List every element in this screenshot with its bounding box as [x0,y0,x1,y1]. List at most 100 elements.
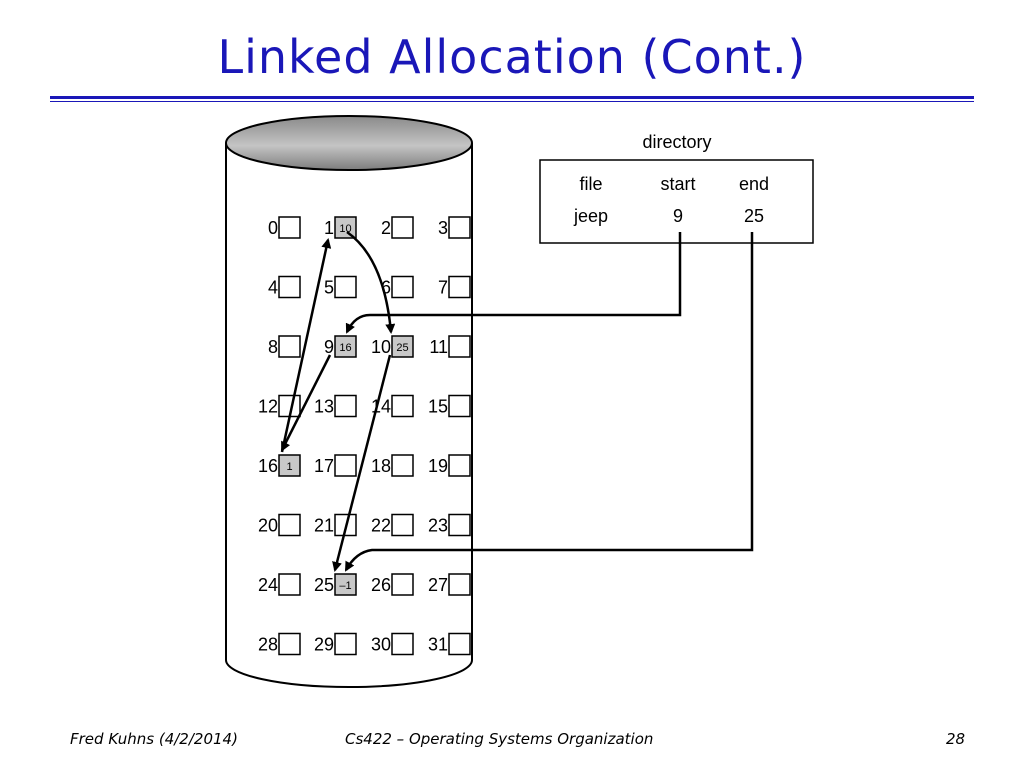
disk-block: 23 [428,513,471,537]
disk-block: 17 [314,454,357,477]
free-block-box [334,275,357,299]
directory-table: directory file start end jeep 9 25 [539,132,814,244]
cell-end-block: 25 [744,206,764,226]
block-number: 2 [381,218,391,238]
disk-block: 5 [324,275,357,299]
free-block-box [278,216,301,239]
disk-block: 31 [428,632,471,656]
free-block-box [278,275,301,299]
footer-author: Fred Kuhns (4/2/2014) [70,730,238,748]
block-number: 6 [381,278,391,298]
block-number: 30 [371,635,391,655]
disk-block: 8 [268,335,301,358]
disk-block: 21 [314,513,357,537]
arrow-block-16-to-1 [280,238,332,453]
pointer-arrows [280,230,754,572]
free-block-box [448,335,471,358]
free-block-box [391,216,414,239]
arrow-end-to-block-25 [344,232,754,572]
disk-block: 2 [381,216,414,239]
disk-block: 29 [314,632,357,656]
disk-block: 16 1 [258,454,301,477]
disk-block: 0 [268,216,301,239]
free-block-box [448,394,471,418]
block-number: 22 [371,516,391,536]
disk-block: 12 [258,394,301,418]
header-start: start [660,174,695,194]
disk-block: 18 [371,454,414,477]
block-number: 8 [268,337,278,357]
disk-block: 11 [429,335,471,358]
disk-block: 15 [428,394,471,418]
title-underline [50,96,974,99]
disk-block: 25–1 [314,573,357,596]
header-end: end [739,174,769,194]
block-number: 20 [258,516,278,536]
page-number: 28 [946,730,966,748]
disk-block: 14 [371,394,414,418]
used-block-box [391,335,414,358]
used-block-box [334,216,357,239]
free-block-box [334,454,357,477]
footer-course: Cs422 – Operating Systems Organization [345,730,654,748]
free-block-box [334,632,357,656]
block-number: 4 [268,278,278,298]
block-number: 31 [428,635,448,655]
block-number: 5 [324,278,334,298]
disk-block: 7 [438,275,471,299]
free-block-box [391,573,414,596]
free-block-box [391,275,414,299]
disk-block: 19 [428,454,471,477]
block-number: 7 [438,278,448,298]
block-number: 28 [258,635,278,655]
directory-label: directory [642,132,711,152]
block-number: 19 [428,456,448,476]
block-number: 16 [258,456,278,476]
cell-file-name: jeep [573,206,608,226]
used-block-box [334,335,357,358]
disk-block: 22 [371,513,414,537]
disk-block: 28 [258,632,301,656]
arrow-block-9-to-16 [280,354,332,452]
free-block-box [391,394,414,418]
arrow-start-to-block-9 [345,232,682,334]
used-block-box [334,573,357,596]
disk-block: 3 [438,216,471,239]
next-pointer-value: –1 [339,580,351,592]
block-number: 21 [314,516,334,536]
block-number: 23 [428,516,448,536]
disk-block: 4 [268,275,301,299]
free-block-box [391,632,414,656]
block-number: 27 [428,575,448,595]
block-number: 0 [268,218,278,238]
block-number: 10 [371,337,391,357]
disk-block: 20 [258,513,301,537]
slide-title: Linked Allocation (Cont.) [217,30,807,84]
used-block-box [278,454,301,477]
block-number: 13 [314,397,334,417]
directory-box [539,159,814,244]
block-number: 12 [258,397,278,417]
next-pointer-value: 1 [286,461,292,473]
block-number: 17 [314,456,334,476]
header-file: file [579,174,602,194]
block-number: 9 [324,337,334,357]
free-block-box [278,632,301,656]
arrow-block-10-to-25 [332,354,392,572]
block-number: 26 [371,575,391,595]
disk-block: 6 [381,275,414,299]
free-block-box [448,632,471,656]
disk-block: 10 25 [371,335,414,358]
disk-block: 30 [371,632,414,656]
free-block-box [391,513,414,537]
free-block-box [334,394,357,418]
block-number: 1 [324,218,334,238]
free-block-box [278,573,301,596]
free-block-box [448,454,471,477]
free-block-box [448,513,471,537]
block-number: 15 [428,397,448,417]
next-pointer-value: 25 [396,342,408,354]
cell-start-block: 9 [673,206,683,226]
